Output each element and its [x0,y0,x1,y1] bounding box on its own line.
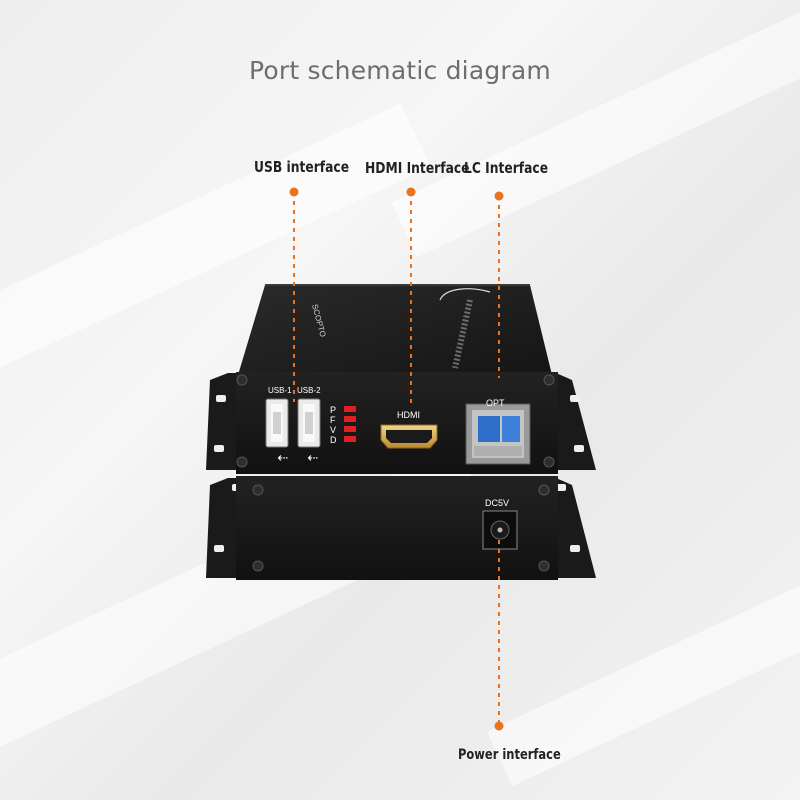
hdmi-port-label: HDMI [397,410,420,420]
led-label-p: P [330,405,336,415]
dc-port-label: DC5V [485,498,509,508]
usb-ports: ⇠ ⇠ [265,398,321,466]
lower-mounting-ears [206,478,596,578]
leader-dots [289,187,504,731]
usb1-port-label: USB-1 [268,386,292,395]
led-indicators [344,406,356,442]
lc-interface-label: LC Interface [464,159,549,177]
device-top-cover [238,284,552,375]
hdmi-port [380,424,438,449]
lc-leader-dot [494,191,504,201]
sfp-optical-port [465,403,531,465]
led-label-v: V [330,425,336,435]
usb2-port-label: USB-2 [297,386,321,395]
upper-mounting-ears [206,373,596,470]
usb-interface-label: USB interface [254,158,350,176]
led-label-d: D [330,435,337,445]
usb-symbol-icon: ⇠ [278,451,289,466]
usb-symbol-icon: ⇠ [308,451,319,466]
power-interface-label: Power interface [458,747,561,763]
hdmi-interface-label: HDMI Interface [365,159,470,177]
led-label-f: F [330,415,336,425]
hdmi-leader-dot [406,187,416,197]
leader-lines [293,192,500,722]
power-leader-dot [494,721,504,731]
page-title: Port schematic diagram [249,56,551,85]
dc-power-jack [482,510,518,550]
opt-port-label: OPT [486,398,505,408]
usb-leader-dot [289,187,299,197]
